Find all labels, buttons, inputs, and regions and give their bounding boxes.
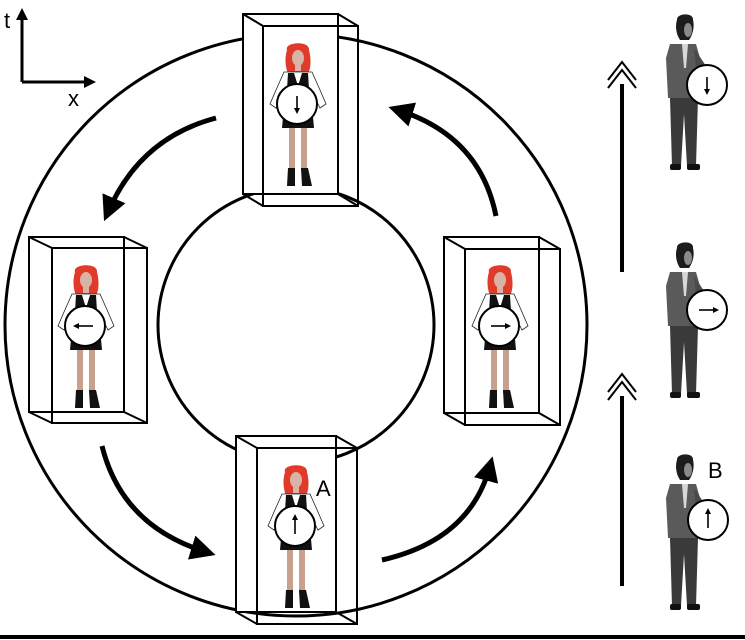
axes: t x bbox=[4, 8, 96, 111]
rotation-arrow-bottom-left bbox=[99, 445, 216, 560]
timeline-figure-middle bbox=[666, 242, 728, 398]
x-axis-label: x bbox=[68, 86, 79, 111]
timeline-figure-bottom: B bbox=[666, 454, 729, 610]
timeline-arrowhead-upper bbox=[607, 60, 637, 89]
clock-icon bbox=[64, 305, 106, 347]
station-bottom: A bbox=[235, 435, 358, 625]
rotation-arrow-bottom-right bbox=[381, 456, 499, 563]
clock-icon bbox=[686, 289, 728, 331]
t-axis-arrowhead bbox=[16, 8, 28, 20]
observer-a-label: A bbox=[316, 476, 331, 501]
clock-icon bbox=[274, 505, 316, 547]
observer-b-label: B bbox=[708, 458, 723, 483]
x-axis-arrowhead bbox=[84, 76, 96, 88]
rotation-arrows bbox=[99, 102, 499, 563]
clock-icon bbox=[276, 83, 318, 125]
rotation-arrow-top-right bbox=[388, 102, 499, 217]
station-right bbox=[443, 236, 561, 426]
timeline-arrows bbox=[607, 60, 637, 586]
station-left bbox=[28, 236, 148, 424]
timeline-arrowhead-lower bbox=[607, 372, 637, 401]
station-top bbox=[242, 13, 359, 207]
rotation-arrow-top-left bbox=[102, 115, 217, 222]
timeline-figure-top bbox=[666, 14, 728, 171]
clock-icon bbox=[478, 305, 520, 347]
clock-icon bbox=[687, 499, 729, 541]
t-axis-label: t bbox=[4, 8, 10, 33]
ring-inner-circle bbox=[156, 185, 436, 465]
clock-icon bbox=[686, 64, 728, 106]
